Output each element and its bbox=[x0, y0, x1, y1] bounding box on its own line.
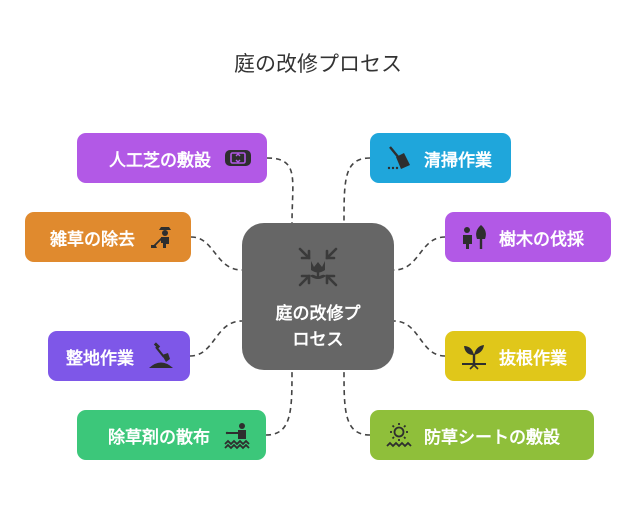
connector-turf bbox=[266, 157, 294, 224]
connector-trees bbox=[393, 236, 446, 271]
node-cleaning: 清掃作業 bbox=[370, 133, 511, 183]
node-sheet: 防草シートの敷設 bbox=[370, 410, 594, 460]
sprout-uproot-icon bbox=[462, 345, 486, 370]
node-label: 雑草の除去 bbox=[50, 229, 135, 250]
center-label: 庭の改修プ ロセス bbox=[242, 301, 394, 353]
node-label: 除草剤の散布 bbox=[108, 427, 210, 448]
center-node: 庭の改修プ ロセス bbox=[242, 223, 394, 370]
connector-roots bbox=[393, 320, 446, 357]
node-label: 整地作業 bbox=[66, 348, 134, 369]
shovel-icon bbox=[149, 342, 173, 368]
node-label: 人工芝の敷設 bbox=[109, 150, 211, 171]
center-label-line-2: ロセス bbox=[292, 330, 344, 350]
spray-worker-icon bbox=[224, 423, 250, 450]
connector-cleaning bbox=[343, 157, 371, 224]
center-label-line-1: 庭の改修プ bbox=[275, 304, 361, 324]
broom-icon bbox=[387, 146, 410, 170]
diagram-title: 庭の改修プロセス bbox=[234, 52, 402, 76]
node-leveling: 整地作業 bbox=[48, 331, 190, 381]
connector-herbicide bbox=[265, 369, 293, 436]
connector-leveling bbox=[189, 320, 243, 357]
node-label: 防草シートの敷設 bbox=[424, 427, 560, 448]
node-weeds: 雑草の除去 bbox=[25, 212, 191, 262]
connector-sheet bbox=[343, 369, 371, 436]
node-herbicide: 除草剤の散布 bbox=[77, 410, 266, 460]
sun-sheet-icon bbox=[386, 423, 412, 448]
node-label: 樹木の伐採 bbox=[499, 229, 584, 250]
tree-cutting-icon bbox=[463, 225, 486, 249]
node-label: 清掃作業 bbox=[424, 150, 492, 171]
node-label: 抜根作業 bbox=[499, 348, 567, 369]
node-turf: 人工芝の敷設 bbox=[77, 133, 267, 183]
compress-plant-icon bbox=[298, 247, 338, 287]
connector-weeds bbox=[190, 236, 243, 271]
gardener-hoe-icon bbox=[151, 227, 171, 248]
turf-roll-icon bbox=[225, 150, 251, 166]
node-trees: 樹木の伐採 bbox=[445, 212, 611, 262]
node-roots: 抜根作業 bbox=[445, 331, 586, 381]
